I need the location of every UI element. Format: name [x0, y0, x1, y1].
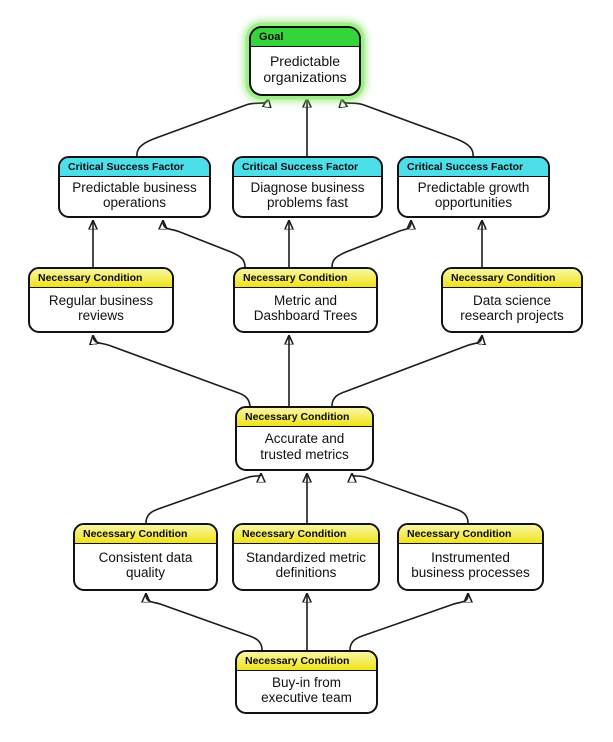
node-nc-definitions-badge: Necessary Condition [234, 525, 378, 544]
node-nc-research-label: Data science research projects [460, 292, 564, 324]
node-csf-diagnose: Critical Success Factor Diagnose busines… [232, 156, 383, 218]
edge-nc-metrics-nc-research [331, 336, 482, 407]
edge-nc-buyin-nc-quality [146, 594, 263, 651]
node-csf-growth: Critical Success Factor Predictable grow… [397, 156, 550, 218]
node-nc-reviews: Necessary Condition Regular business rev… [28, 267, 174, 333]
node-nc-metrics-label: Accurate and trusted metrics [260, 431, 349, 462]
node-nc-buyin-label: Buy-in from executive team [261, 674, 352, 706]
node-nc-buyin-badge: Necessary Condition [237, 652, 376, 671]
node-nc-metrics: Necessary Condition Accurate and trusted… [235, 406, 374, 471]
node-nc-processes-label: Instrumented business processes [411, 549, 530, 581]
node-nc-definitions: Necessary Condition Standardized metric … [232, 523, 380, 591]
node-nc-research-badge: Necessary Condition [443, 269, 581, 288]
node-csf-operations-badge: Critical Success Factor [60, 158, 209, 177]
node-nc-quality-badge: Necessary Condition [75, 525, 216, 544]
node-csf-growth-label: Predictable growth opportunities [417, 179, 530, 211]
edge-nc-buyin-nc-processes [349, 594, 468, 651]
node-nc-definitions-label: Standardized metric definitions [245, 549, 367, 581]
node-nc-metrics-badge: Necessary Condition [237, 408, 372, 427]
node-goal-badge: Goal [251, 28, 359, 47]
node-nc-trees-badge: Necessary Condition [235, 269, 376, 288]
edge-nc-quality-nc-metrics [145, 474, 261, 524]
node-nc-trees-label: Metric and Dashboard Trees [253, 292, 358, 324]
edge-nc-processes-nc-metrics [352, 474, 469, 524]
node-nc-reviews-badge: Necessary Condition [30, 269, 172, 288]
node-nc-trees: Necessary Condition Metric and Dashboard… [233, 267, 378, 333]
edge-nc-trees-csf-operations [163, 221, 246, 268]
node-csf-diagnose-badge: Critical Success Factor [234, 158, 381, 177]
node-nc-quality: Necessary Condition Consistent data qual… [73, 523, 218, 591]
node-csf-diagnose-label: Diagnose business problems fast [250, 179, 365, 211]
node-nc-processes-badge: Necessary Condition [399, 525, 542, 544]
node-nc-reviews-label: Regular business reviews [48, 292, 154, 324]
node-csf-growth-badge: Critical Success Factor [399, 158, 548, 177]
node-csf-operations: Critical Success Factor Predictable busi… [58, 156, 211, 218]
node-nc-quality-label: Consistent data quality [98, 549, 193, 581]
node-csf-operations-label: Predictable business operations [72, 179, 197, 211]
edge-csf-operations-goal [136, 99, 268, 157]
edge-nc-metrics-nc-reviews [93, 336, 251, 407]
edge-csf-growth-goal [342, 99, 474, 157]
node-nc-buyin: Necessary Condition Buy-in from executiv… [235, 650, 378, 714]
edge-nc-trees-csf-growth [331, 221, 411, 268]
node-goal-label: Predictable organizations [263, 52, 347, 85]
node-goal: Goal Predictable organizations [249, 26, 361, 96]
node-nc-processes: Necessary Condition Instrumented busines… [397, 523, 544, 591]
node-nc-research: Necessary Condition Data science researc… [441, 267, 583, 333]
